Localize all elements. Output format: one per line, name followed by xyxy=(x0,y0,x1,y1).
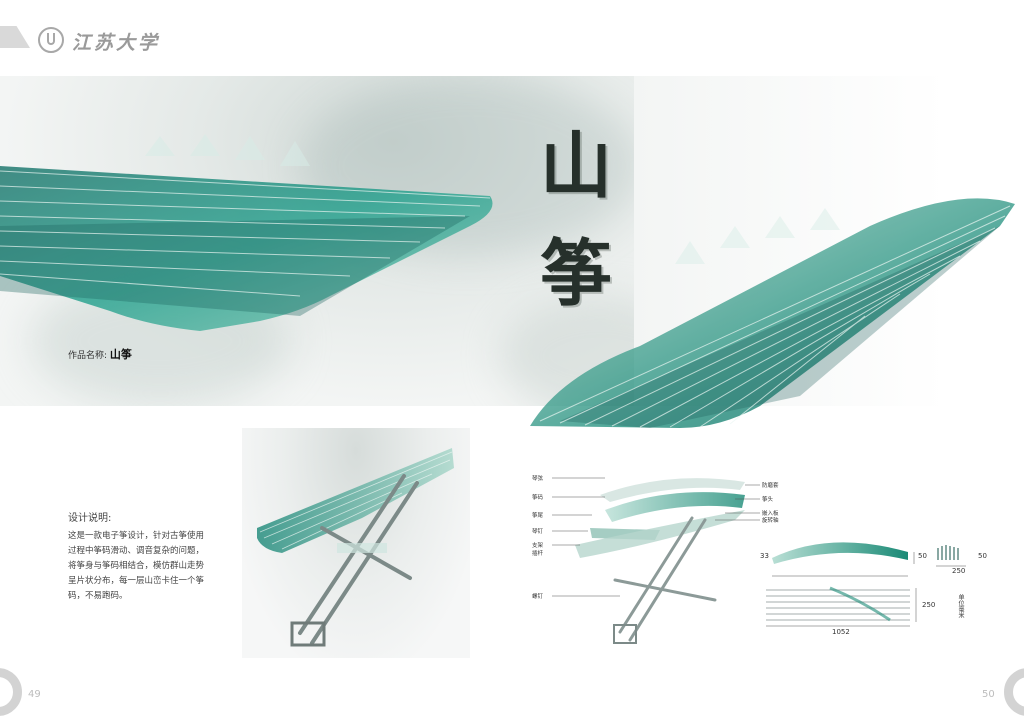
dim-front-height-left: 33 xyxy=(760,552,769,560)
dim-side-width: 250 xyxy=(952,567,966,575)
description-line: 呈片状分布，每一层山峦卡住一个筝 xyxy=(68,576,205,586)
label-embedded-plate: 嵌入板 xyxy=(762,511,779,517)
header-tab-decoration xyxy=(0,26,30,48)
label-pins: 琴钉 xyxy=(532,529,544,535)
zither-stand-photo xyxy=(242,428,470,658)
zither-render-hero xyxy=(0,134,1015,428)
label-bridges: 筝码 xyxy=(532,495,544,501)
page-number-left: 49 xyxy=(28,689,41,700)
page-number-right: 50 xyxy=(982,689,995,700)
description-line: 过程中筝码滑动、调音复杂的问题， xyxy=(68,546,205,556)
emblem-u-shape xyxy=(47,33,55,45)
hero-image xyxy=(0,76,634,406)
zither-right xyxy=(530,198,1015,428)
work-name-label: 作品名称: xyxy=(68,351,108,361)
title-char-zheng: 筝 xyxy=(540,231,613,316)
label-tail: 筝尾 xyxy=(532,513,544,519)
label-strings: 琴弦 xyxy=(532,476,544,482)
description-line: 这是一款电子筝设计，针对古筝使用 xyxy=(68,531,205,541)
label-rotation-axis: 旋转轴 xyxy=(762,518,779,524)
title-char-shan: 山 xyxy=(540,123,613,208)
dim-top-length: 1052 xyxy=(832,628,850,636)
university-emblem-icon xyxy=(38,27,64,53)
zither-left xyxy=(0,134,493,331)
label-stand: 支架 xyxy=(532,543,544,549)
university-name: 江苏大学 xyxy=(72,32,161,54)
dim-front-height-right: 50 xyxy=(918,552,927,560)
exploded-view-diagram xyxy=(552,477,966,644)
label-insert-rod: 插杆 xyxy=(532,551,544,557)
dim-side-height: 50 xyxy=(978,552,987,560)
label-screws: 螺钉 xyxy=(532,594,544,600)
description-line: 将筝身与筝码相结合，模仿群山走势 xyxy=(68,561,205,571)
label-head: 筝头 xyxy=(762,497,774,503)
dim-top-height: 250 xyxy=(922,601,936,609)
title-dot xyxy=(552,238,562,248)
description-line: 码，不易跑码。 xyxy=(68,591,128,601)
corner-ring-decoration xyxy=(0,668,22,716)
work-name: 作品名称: 山筝 xyxy=(68,346,132,362)
description-title: 设计说明: xyxy=(68,513,112,524)
corner-ring-decoration xyxy=(1004,668,1024,716)
description-body: 这是一款电子筝设计，针对古筝使用 过程中筝码滑动、调音复杂的问题， 将筝身与筝码… xyxy=(68,529,228,604)
work-name-value: 山筝 xyxy=(109,348,132,361)
unit-label: 单位毫米 xyxy=(957,594,964,618)
label-wear-sleeve: 防磨套 xyxy=(762,483,779,489)
zither-stand-render xyxy=(257,448,454,647)
